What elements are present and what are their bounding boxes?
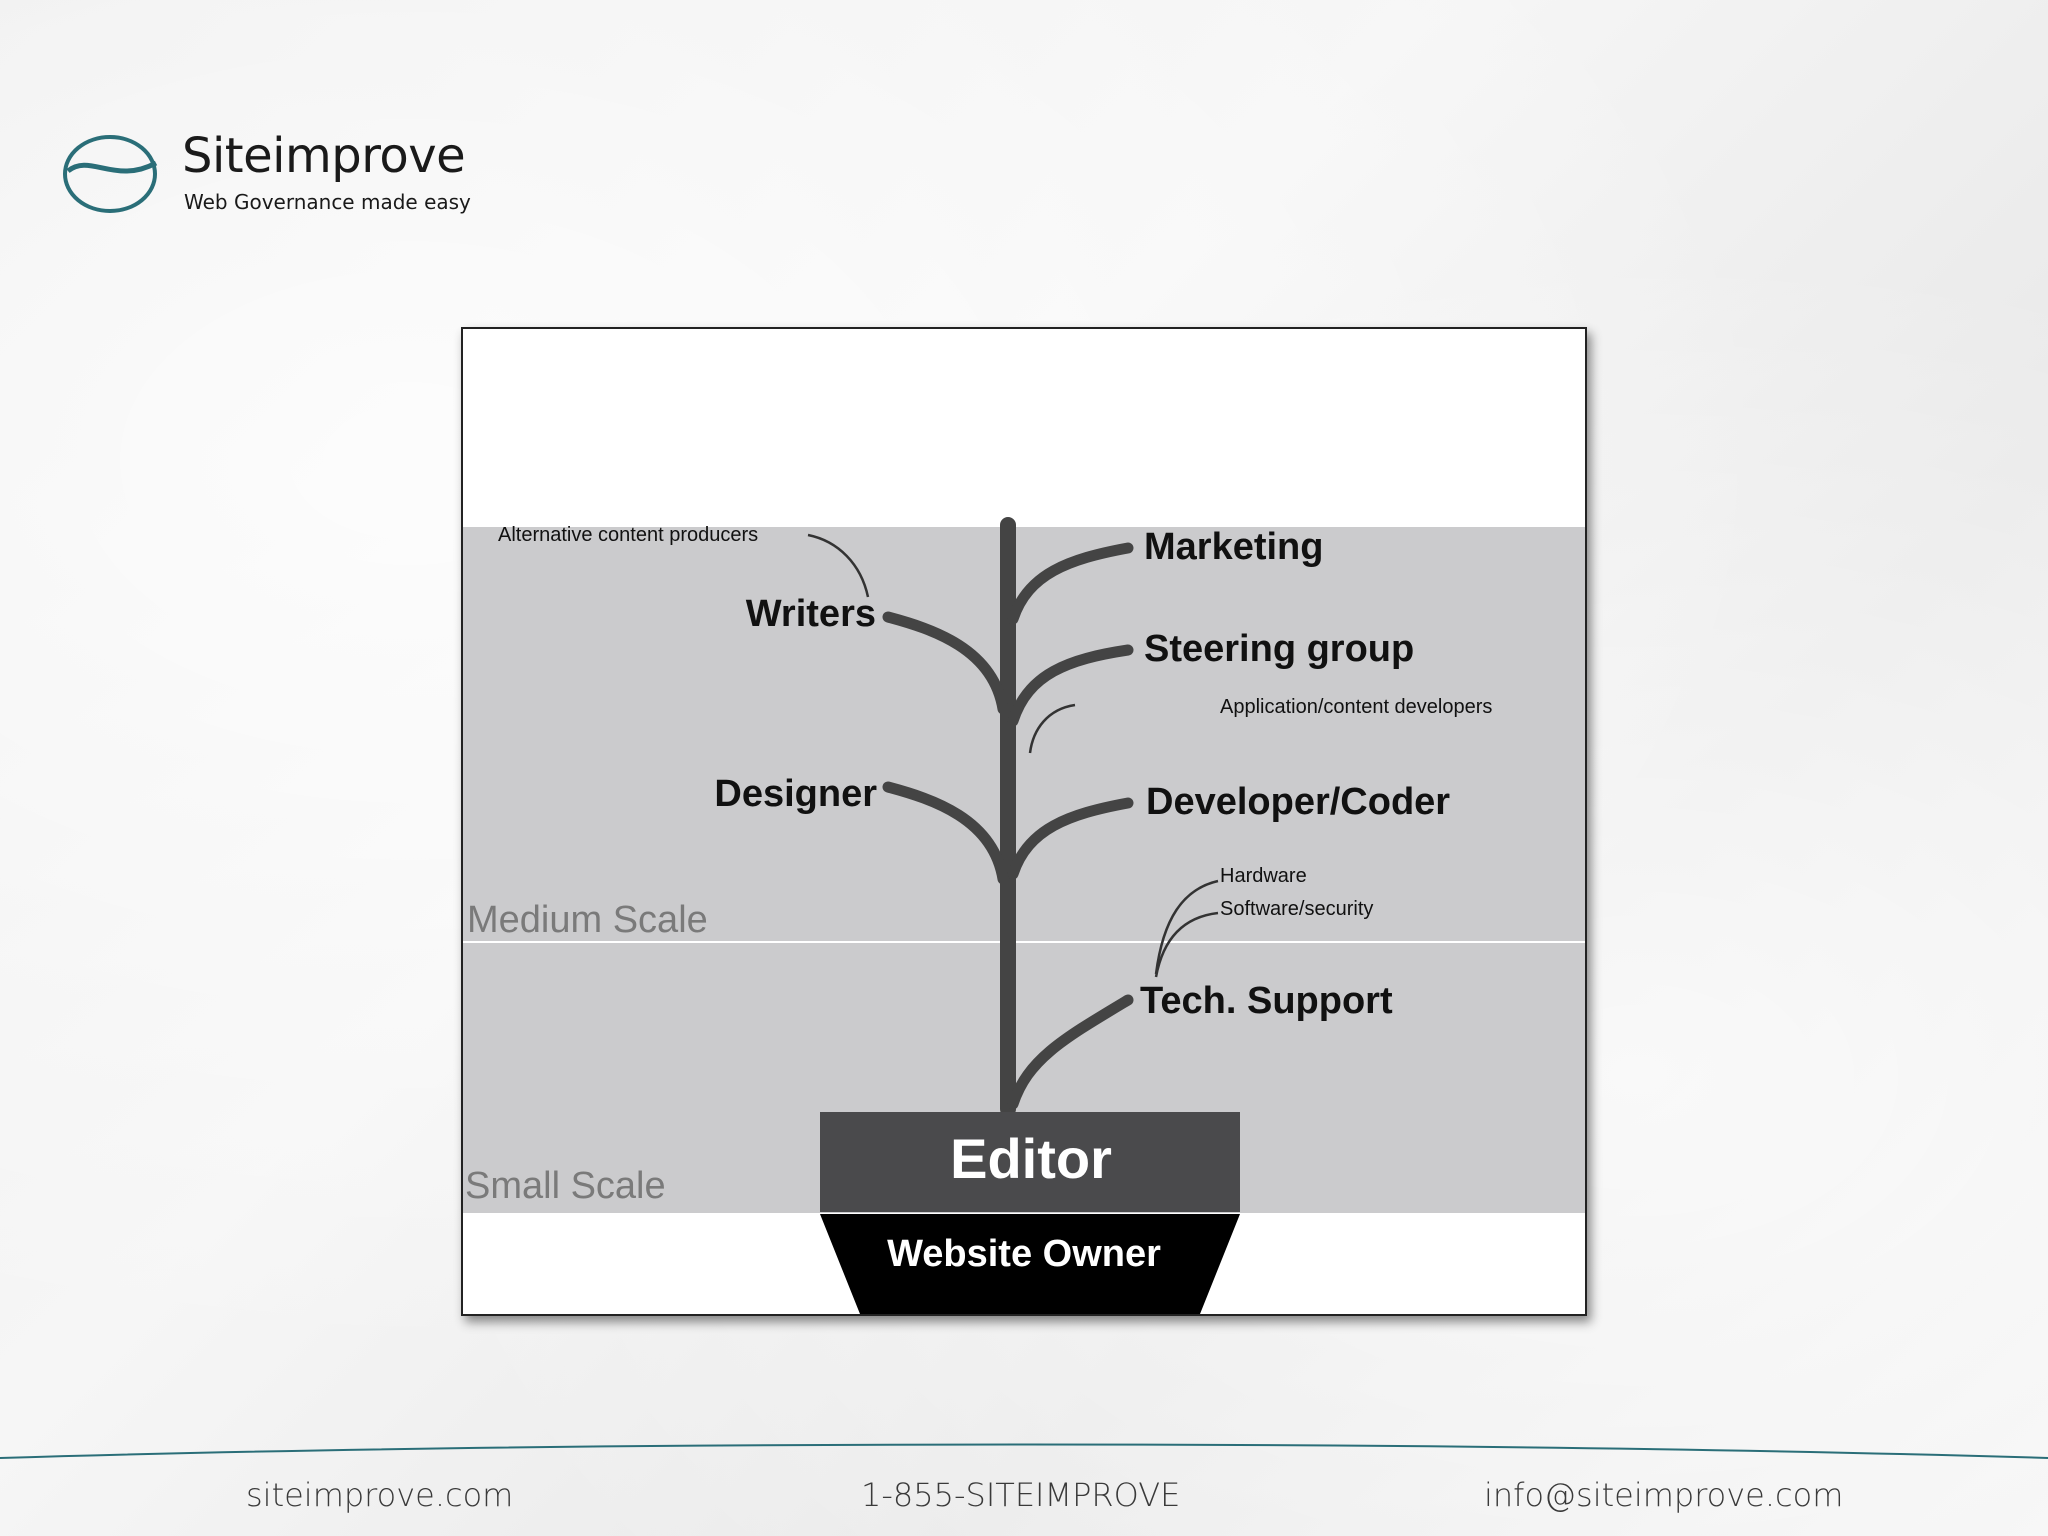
branch-labels: Writers Designer Marketing Steering grou… — [714, 526, 1450, 1022]
siteimprove-logo-icon — [63, 135, 158, 213]
branch-designer — [882, 781, 1009, 885]
branch-notes: Alternative content producers Applicatio… — [498, 524, 1492, 920]
website-owner-label: Website Owner — [887, 1233, 1161, 1275]
note-connectors — [807, 533, 1219, 978]
hardware-note: Hardware — [1220, 865, 1307, 887]
steering-group-label: Steering group — [1144, 628, 1414, 670]
org-tree-diagram: Medium Scale Small Scale Writers Designe… — [461, 327, 1587, 1316]
connector-writers-note — [807, 533, 870, 598]
connector-software — [1154, 911, 1219, 978]
tree-branches — [882, 542, 1134, 1110]
branch-tech-support — [1007, 994, 1134, 1110]
branch-developer — [1007, 797, 1134, 880]
footer-divider — [0, 1443, 2048, 1459]
brand-name: Siteimprove — [182, 128, 466, 184]
branch-steering — [1007, 644, 1134, 727]
footer-website-link[interactable]: siteimprove.com — [246, 1476, 514, 1514]
connector-developer-note — [1028, 703, 1076, 754]
developer-coder-label: Developer/Coder — [1146, 781, 1450, 823]
tech-support-label: Tech. Support — [1140, 980, 1393, 1022]
software-note: Software/security — [1220, 898, 1373, 920]
editor-label: Editor — [950, 1127, 1112, 1190]
editor-box — [820, 1112, 1240, 1212]
footer-email-link[interactable]: info@siteimprove.com — [1484, 1476, 1844, 1514]
writers-note: Alternative content producers — [498, 524, 758, 546]
branch-marketing — [1007, 542, 1134, 625]
writers-label: Writers — [746, 593, 876, 635]
footer-phone[interactable]: 1-855-SITEIMPROVE — [861, 1476, 1181, 1514]
developer-note: Application/content developers — [1220, 696, 1492, 718]
siteimprove-logo: Siteimprove Web Governance made easy — [60, 128, 480, 218]
small-scale-label: Small Scale — [465, 1165, 666, 1207]
org-tree-svg: Medium Scale Small Scale Writers Designe… — [463, 517, 1585, 1314]
branch-writers — [882, 611, 1009, 715]
brand-tagline: Web Governance made easy — [184, 190, 471, 214]
designer-label: Designer — [714, 773, 877, 815]
connector-hardware — [1154, 879, 1219, 975]
marketing-label: Marketing — [1144, 526, 1323, 568]
scale-background — [463, 527, 1585, 1213]
medium-scale-label: Medium Scale — [467, 899, 708, 941]
website-owner-pot — [820, 1214, 1240, 1314]
